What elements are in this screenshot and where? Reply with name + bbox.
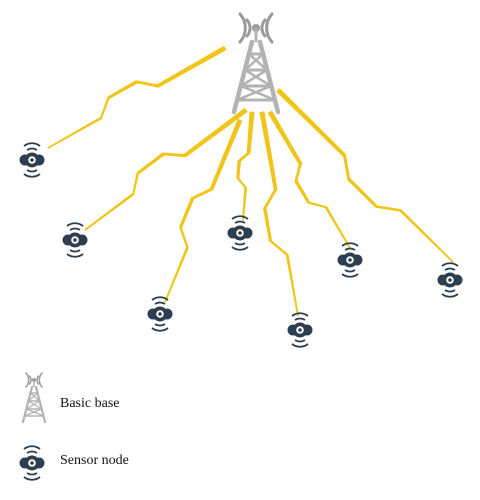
sensor-node-icon (18, 142, 46, 178)
signal-links (47, 45, 454, 317)
lightning-link (259, 111, 299, 317)
lightning-link (236, 111, 255, 221)
lightning-link (47, 45, 227, 149)
sensor-node-icon (146, 296, 174, 332)
legend-node-label: Sensor node (60, 453, 129, 468)
lightning-link (84, 107, 248, 231)
sensor-node-icon (286, 312, 314, 348)
legend-base-label: Basic base (60, 396, 120, 411)
lightning-link (164, 118, 243, 303)
sensor-node-icon (61, 222, 89, 258)
radio-tower-icon (234, 14, 278, 112)
sensor-node-icon (226, 215, 254, 251)
sensor-node-icon (336, 242, 364, 278)
lightning-link (267, 110, 351, 249)
lightning-link (276, 88, 454, 263)
legend-radio-tower-icon (21, 371, 47, 424)
legend-sensor-node-icon (18, 445, 46, 481)
sensor-node-icon (436, 262, 464, 298)
